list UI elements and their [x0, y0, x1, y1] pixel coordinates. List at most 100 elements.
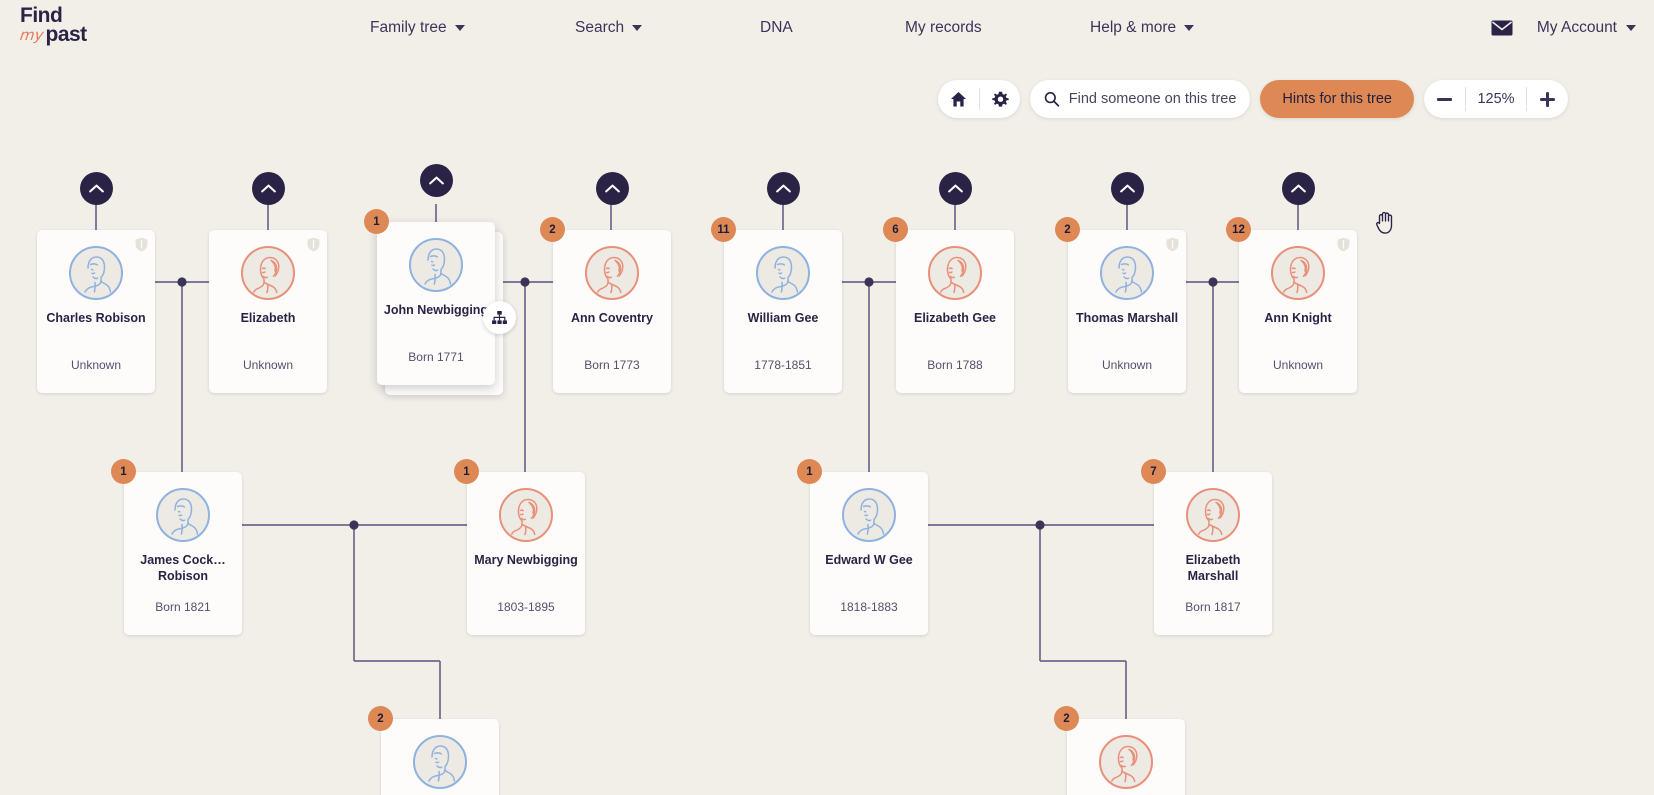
- nav-item-label: Help & more: [1090, 19, 1177, 36]
- hint-count-badge[interactable]: 12: [1226, 217, 1251, 242]
- person-avatar-female: [1099, 735, 1153, 789]
- tree-toolbar: Find someone on this tree Hints for this…: [938, 80, 1568, 118]
- shield-icon: [1337, 237, 1350, 252]
- nav-item-dna[interactable]: DNA: [760, 19, 793, 37]
- nav-item-search[interactable]: Search: [575, 19, 643, 37]
- my-account-label: My Account: [1536, 19, 1617, 36]
- top-navigation-bar: Find my past Family tree Search DNA My reco…: [0, 0, 1654, 56]
- hint-count-badge[interactable]: 1: [797, 459, 822, 484]
- nav-item-help-more[interactable]: Help & more: [1090, 19, 1195, 37]
- person-name: Charles Robison: [46, 311, 146, 325]
- nav-item-family-tree[interactable]: Family tree: [370, 19, 465, 37]
- search-placeholder-text: Find someone on this tree: [1068, 91, 1237, 107]
- person-dates: Born 1773: [584, 358, 640, 372]
- zoom-control: 125%: [1424, 80, 1568, 118]
- person-avatar-female: [1271, 246, 1325, 300]
- chevron-up-icon: [260, 184, 276, 193]
- expand-ancestors-button-charles-robison[interactable]: [79, 172, 113, 205]
- shield-icon: [307, 237, 320, 252]
- search-icon: [1045, 92, 1060, 107]
- hint-count-badge[interactable]: 11: [711, 217, 736, 242]
- chevron-up-icon: [88, 184, 104, 193]
- person-dates: Born 1788: [927, 358, 983, 372]
- expand-ancestors-button-william-gee[interactable]: [766, 172, 800, 205]
- person-dates: 1803-1895: [497, 600, 555, 614]
- hints-for-this-tree-button[interactable]: Hints for this tree: [1260, 80, 1414, 118]
- logo-find-text: Find: [20, 4, 63, 27]
- nav-right-group: My Account: [1491, 0, 1636, 56]
- expand-ancestors-button-elizabeth-gee[interactable]: [938, 172, 972, 205]
- hint-count-badge[interactable]: 1: [111, 459, 136, 484]
- chevron-down-icon: [1184, 25, 1195, 31]
- hint-count-badge[interactable]: 1: [364, 209, 389, 234]
- person-dates: Unknown: [70, 358, 122, 372]
- gear-icon[interactable]: [980, 80, 1020, 118]
- hint-count-badge[interactable]: 6: [883, 217, 908, 242]
- toolbar-icon-group: [938, 80, 1021, 118]
- chevron-down-icon: [1626, 25, 1636, 31]
- home-icon[interactable]: [939, 80, 979, 118]
- envelope-icon[interactable]: [1491, 20, 1513, 36]
- hint-count-badge[interactable]: 2: [1054, 706, 1079, 731]
- chevron-up-icon: [604, 184, 620, 193]
- search-input[interactable]: Find someone on this tree: [1030, 80, 1251, 118]
- person-name: Elizabeth Gee: [914, 311, 996, 325]
- chevron-up-icon: [1290, 184, 1306, 193]
- person-card-child-left[interactable]: 2: [368, 706, 499, 795]
- logo-past-text: past: [45, 23, 88, 46]
- findmypast-logo[interactable]: Find my past: [18, 4, 120, 50]
- expand-ancestors-button-john-newbigging[interactable]: [419, 164, 453, 197]
- hint-count-badge[interactable]: 2: [1055, 217, 1080, 242]
- shield-icon: [135, 237, 148, 252]
- person-avatar-female: [928, 246, 982, 300]
- shield-icon: [1166, 237, 1179, 252]
- person-name: Thomas Marshall: [1075, 311, 1179, 325]
- person-avatar-male: [156, 488, 210, 542]
- hint-count-badge[interactable]: 2: [368, 706, 393, 731]
- expand-ancestors-button-thomas-marshall[interactable]: [1110, 172, 1144, 205]
- hint-count-badge[interactable]: 7: [1141, 459, 1166, 484]
- nav-item-my-records[interactable]: My records: [905, 19, 982, 37]
- logo-my-text: my: [18, 26, 45, 44]
- person-dates: 1778-1851: [754, 358, 812, 372]
- person-dates: Born 1817: [1185, 600, 1241, 614]
- person-name: William Gee: [747, 311, 819, 325]
- view-subtree-button[interactable]: [483, 301, 516, 334]
- chevron-up-icon: [428, 176, 444, 185]
- person-name: Elizabeth: [240, 311, 296, 325]
- hint-count-badge[interactable]: 2: [540, 217, 565, 242]
- my-account-menu[interactable]: My Account: [1537, 19, 1636, 37]
- expand-ancestors-button-elizabeth[interactable]: [251, 172, 285, 205]
- expand-ancestors-button-ann-knight[interactable]: [1281, 172, 1315, 205]
- person-card-child-right[interactable]: 2: [1054, 706, 1185, 795]
- plus-icon: [1540, 91, 1555, 107]
- chevron-up-icon: [1119, 184, 1135, 193]
- person-avatar-male: [842, 488, 896, 542]
- person-avatar-female: [1186, 488, 1240, 542]
- person-name: Elizabeth Marshall: [1185, 553, 1241, 583]
- person-name: Mary Newbigging: [474, 553, 578, 567]
- person-avatar-male: [1100, 246, 1154, 300]
- hint-count-badge[interactable]: 1: [454, 459, 479, 484]
- person-name: James Cock… Robison: [140, 553, 226, 583]
- tree-hierarchy-icon: [492, 310, 507, 324]
- person-avatar-female: [585, 246, 639, 300]
- nav-item-label: My records: [905, 19, 982, 36]
- zoom-out-button[interactable]: [1424, 80, 1465, 118]
- expand-ancestors-button-ann-coventry[interactable]: [595, 172, 629, 205]
- zoom-in-button[interactable]: [1527, 80, 1568, 118]
